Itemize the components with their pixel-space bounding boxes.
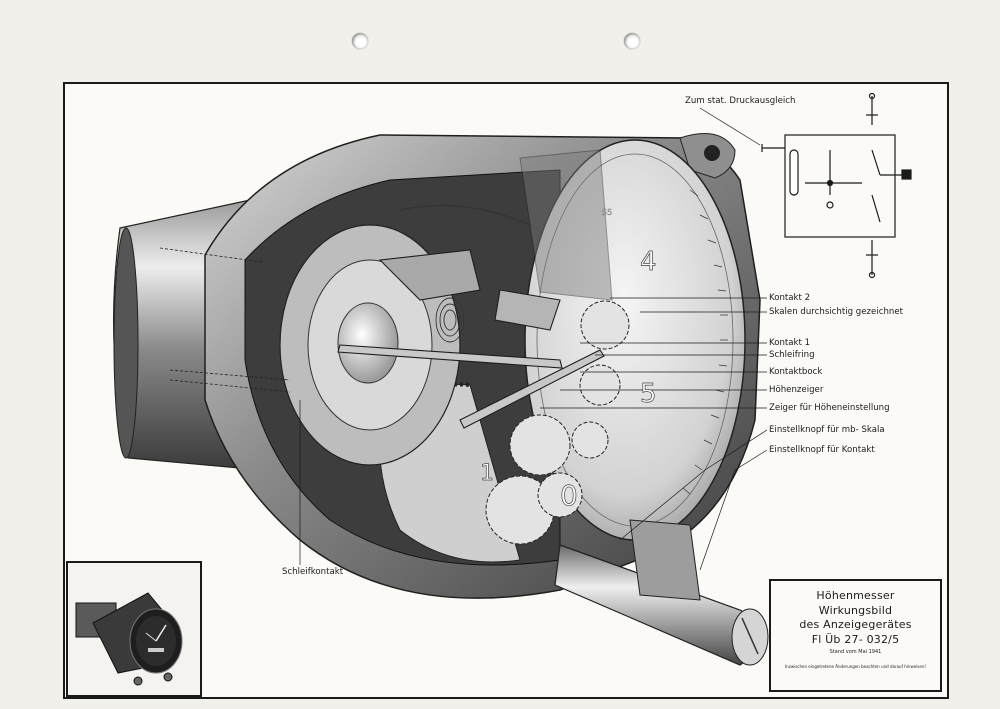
title-line-3: des Anzeigegerätes	[799, 618, 912, 631]
label-skalen: Skalen durchsichtig gezeichnet	[769, 307, 904, 317]
inset-instrument-drawing	[75, 592, 183, 686]
dial-small-scale: 55	[602, 208, 612, 217]
title-note: Inzwischen eingetretene Änderungen beach…	[785, 664, 926, 669]
lever-linkage	[337, 249, 605, 429]
dial-number-1: 1	[480, 461, 494, 486]
title-line-2: Wirkungsbild	[818, 603, 893, 617]
label-kontakt-1: Kontakt 1	[769, 338, 811, 348]
label-kontakt-2: Kontakt 2	[769, 293, 811, 303]
dial-number-4: 4	[640, 247, 657, 277]
label-druckausgleich: Zum stat. Druckausgleich	[685, 96, 796, 106]
gear-train	[485, 300, 630, 545]
title-block: Höhenmesser Wirkungsbild des Anzeigegerä…	[769, 579, 942, 692]
title-line-1: Höhenmesser	[816, 589, 895, 602]
dial-number-0: 0	[560, 479, 578, 512]
dial-number-5: 5	[640, 379, 657, 409]
label-zeiger-hoeheneinstellung: Zeiger für Höheneinstellung	[769, 403, 890, 413]
title-stand: Stand vom Mai 1941	[829, 649, 882, 655]
hair-spring	[435, 297, 465, 343]
punch-hole-left	[352, 33, 368, 49]
punch-hole-right	[624, 33, 640, 49]
label-schleifring: Schleifring	[769, 350, 815, 360]
label-kontaktbock: Kontaktbock	[769, 367, 823, 377]
label-schleifkontakt: Schleifkontakt	[282, 567, 344, 577]
dial-ticks	[682, 189, 728, 495]
contact-schematic	[761, 92, 912, 279]
leader-lines	[299, 107, 768, 571]
label-einstellknopf-mb: Einstellknopf für mb- Skala	[769, 425, 885, 435]
label-hoehenzeiger: Höhenzeiger	[769, 385, 824, 395]
inset-instrument-photo	[66, 561, 202, 697]
label-einstellknopf-kontakt: Einstellknopf für Kontakt	[769, 445, 875, 455]
title-line-4: Fl Üb 27- 032/5	[811, 632, 900, 646]
